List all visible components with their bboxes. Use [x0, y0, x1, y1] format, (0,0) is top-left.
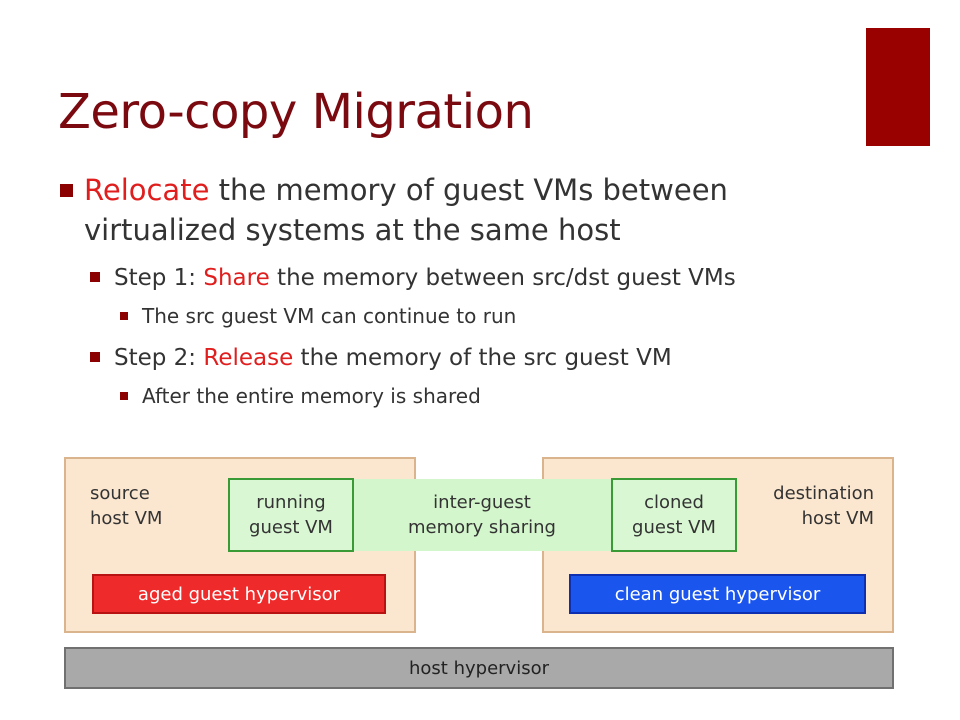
highlight-relocate: Relocate: [84, 173, 210, 207]
destination-host-vm-label: destination host VM: [773, 483, 874, 529]
bullet-text: the memory of the src guest VM: [293, 345, 672, 371]
square-bullet-icon: [90, 272, 100, 282]
host-hypervisor: host hypervisor: [64, 647, 894, 689]
bullet-text: After the entire memory is shared: [142, 384, 481, 408]
bullet-relocate: Relocate the memory of guest VMs between…: [60, 170, 880, 250]
highlight-release: Release: [203, 345, 294, 371]
aged-guest-hypervisor: aged guest hypervisor: [92, 574, 386, 614]
bullet-list: Relocate the memory of guest VMs between…: [60, 170, 880, 422]
running-guest-vm: running guest VM: [228, 478, 354, 552]
bullet-step-1: Step 1: Share the memory between src/dst…: [90, 262, 880, 294]
page-title: Zero-copy Migration: [58, 84, 534, 140]
clean-guest-hypervisor: clean guest hypervisor: [569, 574, 866, 614]
step-prefix: Step 2:: [114, 345, 204, 371]
bullet-text: The src guest VM can continue to run: [142, 304, 517, 328]
square-bullet-icon: [120, 392, 128, 400]
highlight-share: Share: [203, 265, 270, 291]
bullet-entire-memory: After the entire memory is shared: [120, 382, 880, 410]
inter-guest-memory-sharing: inter-guest memory sharing: [352, 479, 612, 551]
accent-block: [866, 28, 930, 146]
cloned-guest-vm: cloned guest VM: [611, 478, 737, 552]
bullet-step-2: Step 2: Release the memory of the src gu…: [90, 342, 880, 374]
step-prefix: Step 1:: [114, 265, 204, 291]
square-bullet-icon: [60, 184, 73, 197]
square-bullet-icon: [120, 312, 128, 320]
source-host-vm-label: source host VM: [90, 483, 163, 529]
bullet-text: the memory between src/dst guest VMs: [269, 265, 736, 291]
square-bullet-icon: [90, 352, 100, 362]
bullet-text: the memory of guest VMs between virtuali…: [84, 173, 728, 247]
bullet-continue-run: The src guest VM can continue to run: [120, 302, 880, 330]
